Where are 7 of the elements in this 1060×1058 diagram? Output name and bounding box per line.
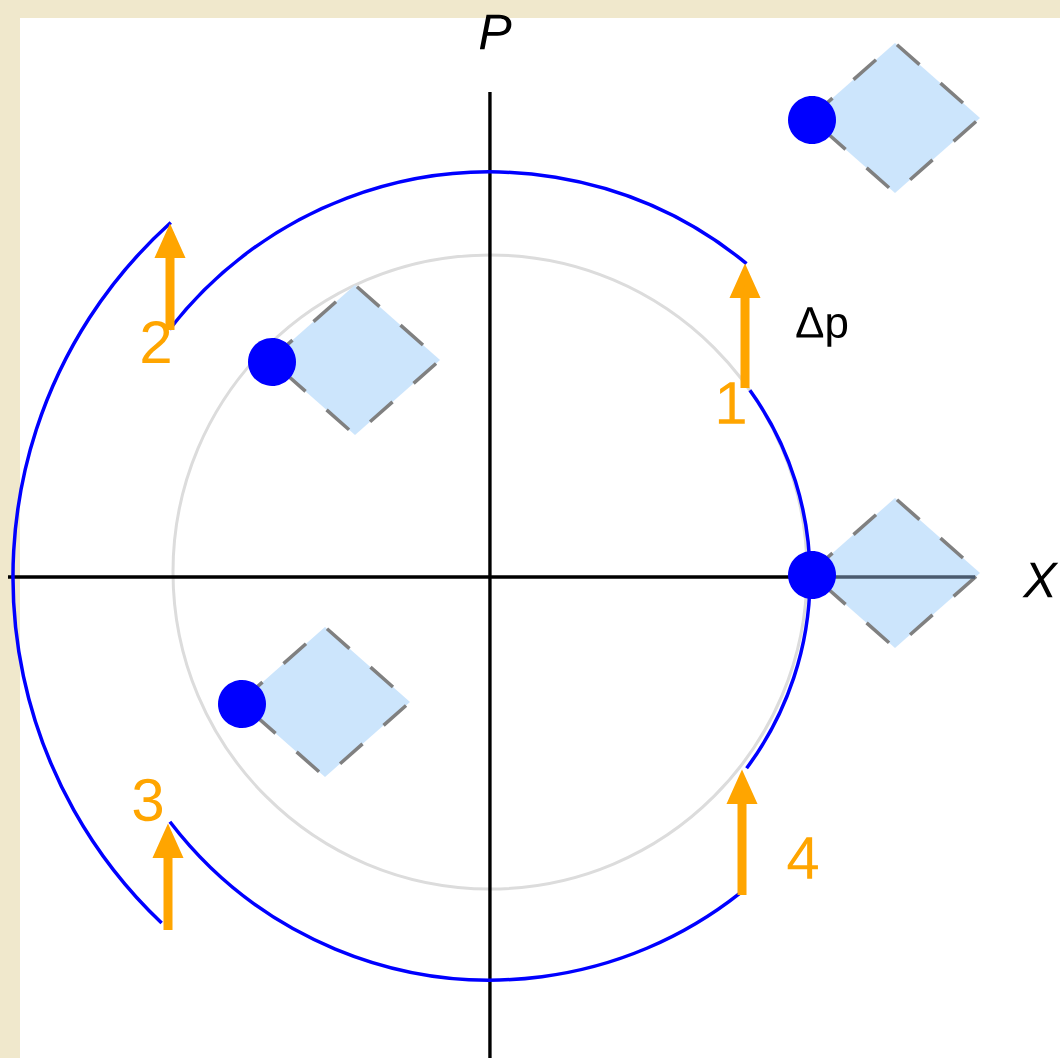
- step-number: 2: [142, 321, 170, 363]
- axis-label: X: [1022, 562, 1059, 598]
- step-number: 4: [787, 837, 818, 879]
- axis-label: P: [479, 14, 512, 50]
- impulse-label: Δp: [796, 307, 848, 347]
- step-number: 3: [133, 778, 163, 822]
- step-number: 1: [718, 382, 745, 424]
